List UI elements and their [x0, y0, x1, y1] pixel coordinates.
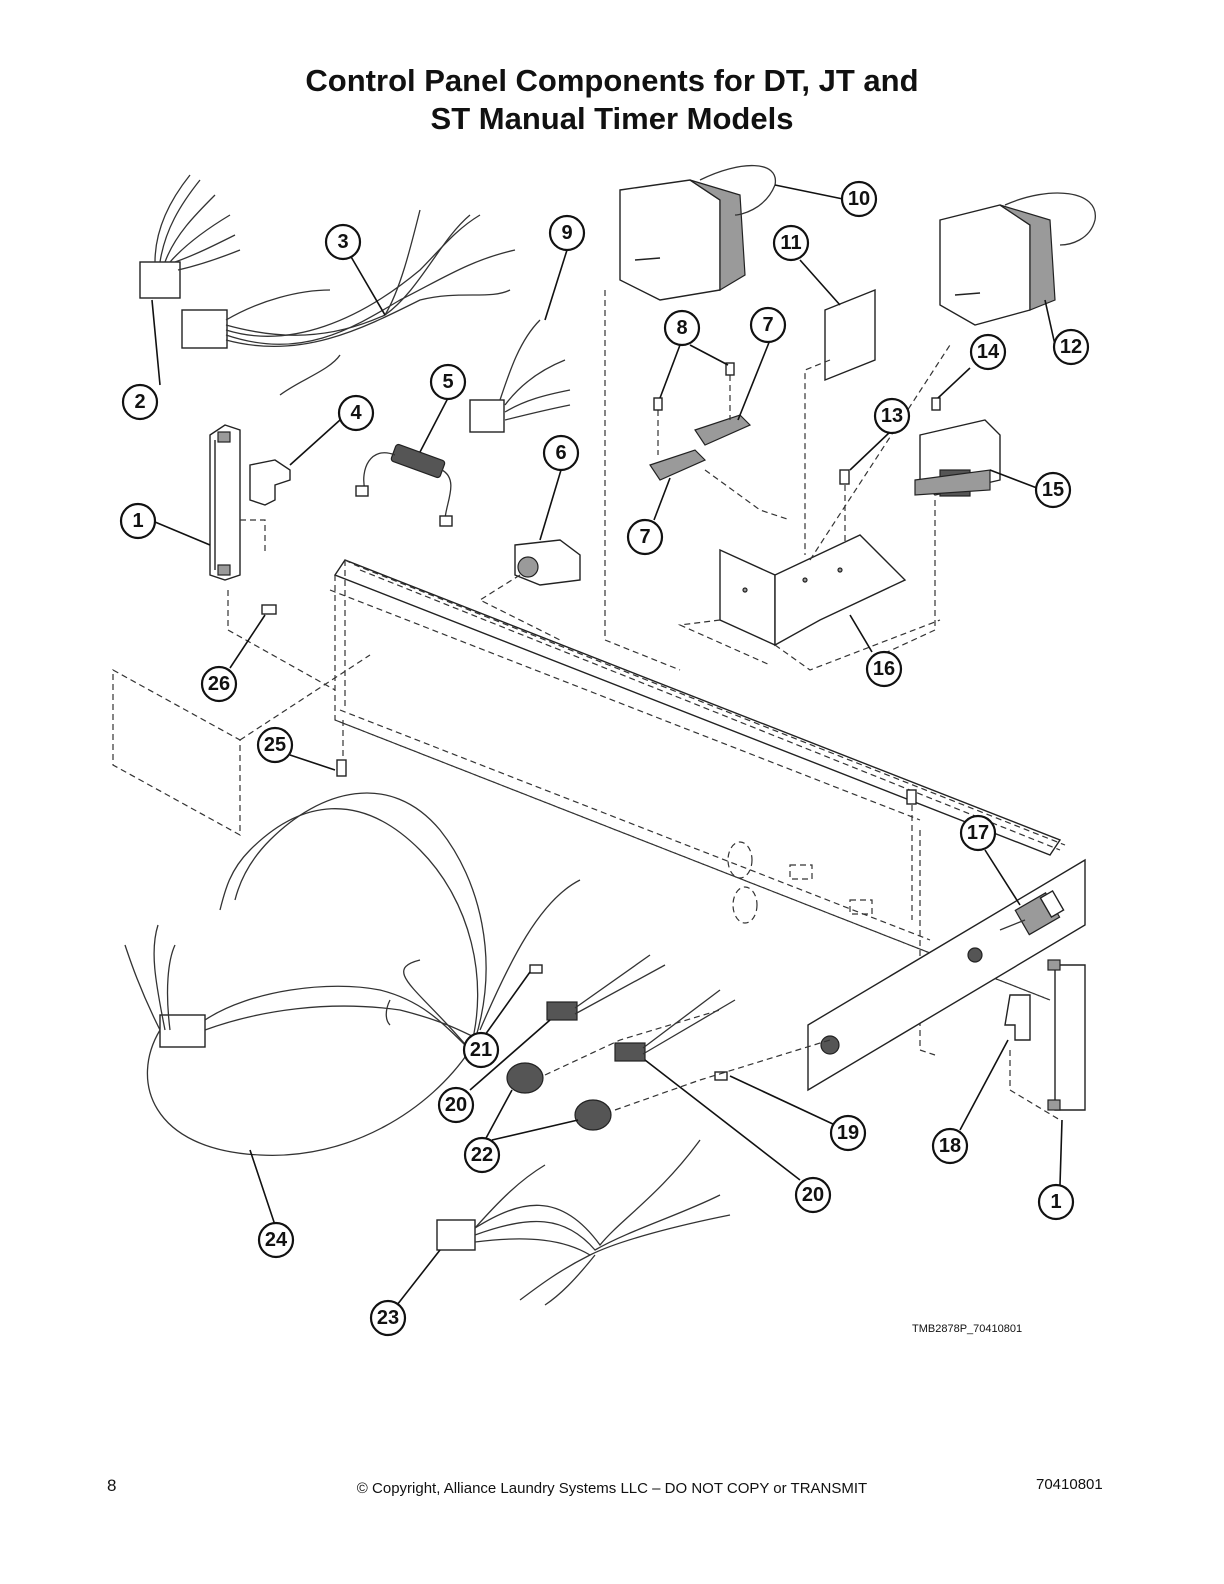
svg-text:12: 12 [1060, 336, 1082, 358]
svg-text:1: 1 [132, 510, 143, 532]
svg-text:21: 21 [470, 1039, 492, 1061]
bracket-16 [719, 534, 907, 647]
knob-22b [574, 1099, 612, 1131]
callout-15: 15 [1034, 471, 1072, 509]
svg-text:14: 14 [977, 341, 1000, 363]
harness-2 [139, 174, 241, 299]
terminal-block-7b [649, 449, 707, 481]
callout-22: 22 [463, 1136, 501, 1174]
component-6 [514, 539, 581, 586]
svg-text:6: 6 [555, 442, 566, 464]
callout-6: 6 [542, 434, 580, 472]
callout-13: 13 [873, 397, 911, 435]
callout-24: 24 [257, 1221, 295, 1259]
screw-13 [839, 469, 850, 485]
callout-10: 10 [840, 180, 878, 218]
screw-25 [336, 759, 347, 777]
page-number: 8 [107, 1476, 117, 1495]
timer-12 [939, 192, 1096, 326]
panel-overlay [807, 858, 1086, 1092]
callout-1-right: 1 [1037, 1183, 1075, 1221]
screw-8b [725, 362, 735, 376]
screw-26 [261, 604, 277, 615]
end-cap-outline [112, 668, 241, 837]
svg-text:10: 10 [848, 188, 870, 210]
callout-26: 26 [200, 665, 238, 703]
callout-17: 17 [959, 814, 997, 852]
lamp-holder-20b [614, 989, 736, 1062]
end-bracket-1-right [1047, 959, 1086, 1111]
svg-text:11: 11 [780, 232, 801, 254]
callout-9: 9 [548, 214, 586, 252]
callout-18: 18 [931, 1127, 969, 1165]
callout-5: 5 [429, 363, 467, 401]
svg-text:7: 7 [762, 314, 773, 336]
harness-24 [124, 792, 581, 1156]
svg-text:18: 18 [939, 1135, 961, 1157]
end-bracket-1-left [209, 424, 241, 581]
screw-14 [931, 397, 941, 411]
harness-23 [436, 1139, 731, 1306]
callout-16: 16 [865, 650, 903, 688]
lamp-holder-20a [546, 954, 666, 1021]
svg-text:15: 15 [1042, 479, 1064, 501]
bracket-18 [1004, 994, 1031, 1041]
callout-1-left: 1 [119, 502, 157, 540]
svg-text:5: 5 [442, 371, 453, 393]
svg-text:1: 1 [1050, 1191, 1061, 1213]
svg-text:8: 8 [676, 317, 687, 339]
svg-text:16: 16 [873, 658, 895, 680]
svg-text:2: 2 [134, 391, 145, 413]
svg-text:7: 7 [639, 526, 650, 548]
callout-14: 14 [969, 333, 1007, 371]
svg-text:13: 13 [881, 405, 903, 427]
label-11 [824, 288, 876, 382]
svg-text:9: 9 [561, 222, 572, 244]
callout-4: 4 [337, 394, 375, 432]
harness-9 [469, 319, 571, 433]
callout-11: 11 [772, 224, 810, 262]
relay-15 [914, 419, 1001, 497]
screw-21 [529, 964, 543, 974]
svg-text:24: 24 [265, 1229, 288, 1251]
page-title: Control Panel Components for DT, JT and … [0, 62, 1224, 138]
control-panel-bar [329, 559, 1066, 1056]
figure-code: TMB2878P_70410801 [912, 1323, 1023, 1335]
terminal-block-7a [694, 414, 752, 446]
callout-8: 8 [663, 309, 701, 347]
svg-text:4: 4 [350, 402, 362, 424]
callout-20-left: 20 [437, 1086, 475, 1124]
callout-25: 25 [256, 726, 294, 764]
svg-text:3: 3 [337, 231, 348, 253]
svg-text:23: 23 [377, 1307, 399, 1329]
svg-text:17: 17 [967, 822, 989, 844]
svg-text:22: 22 [471, 1144, 493, 1166]
callout-2: 2 [121, 383, 159, 421]
timer-10 [619, 164, 776, 301]
callout-19: 19 [829, 1114, 867, 1152]
callout-7-lower: 7 [626, 518, 664, 556]
bracket-4 [249, 459, 291, 506]
copyright-notice: © Copyright, Alliance Laundry Systems LL… [356, 1480, 868, 1497]
harness-5 [355, 443, 453, 527]
title-line-1: Control Panel Components for DT, JT and [305, 63, 919, 98]
title-line-2: ST Manual Timer Models [430, 101, 794, 136]
svg-text:26: 26 [208, 673, 230, 695]
callout-7-upper: 7 [749, 306, 787, 344]
svg-text:19: 19 [837, 1122, 859, 1144]
callout-3: 3 [324, 223, 362, 261]
callout-20-right: 20 [794, 1176, 832, 1214]
screw-8a [653, 397, 663, 411]
callout-12: 12 [1052, 328, 1090, 366]
document-number: 70410801 [1036, 1476, 1103, 1493]
knob-22a [506, 1062, 544, 1094]
switch-part-17 [999, 890, 1065, 936]
svg-text:20: 20 [802, 1184, 824, 1206]
callout-21: 21 [462, 1031, 500, 1069]
svg-text:20: 20 [445, 1094, 467, 1116]
svg-text:25: 25 [264, 734, 286, 756]
screw-top-right [906, 789, 917, 805]
callout-23: 23 [369, 1299, 407, 1337]
